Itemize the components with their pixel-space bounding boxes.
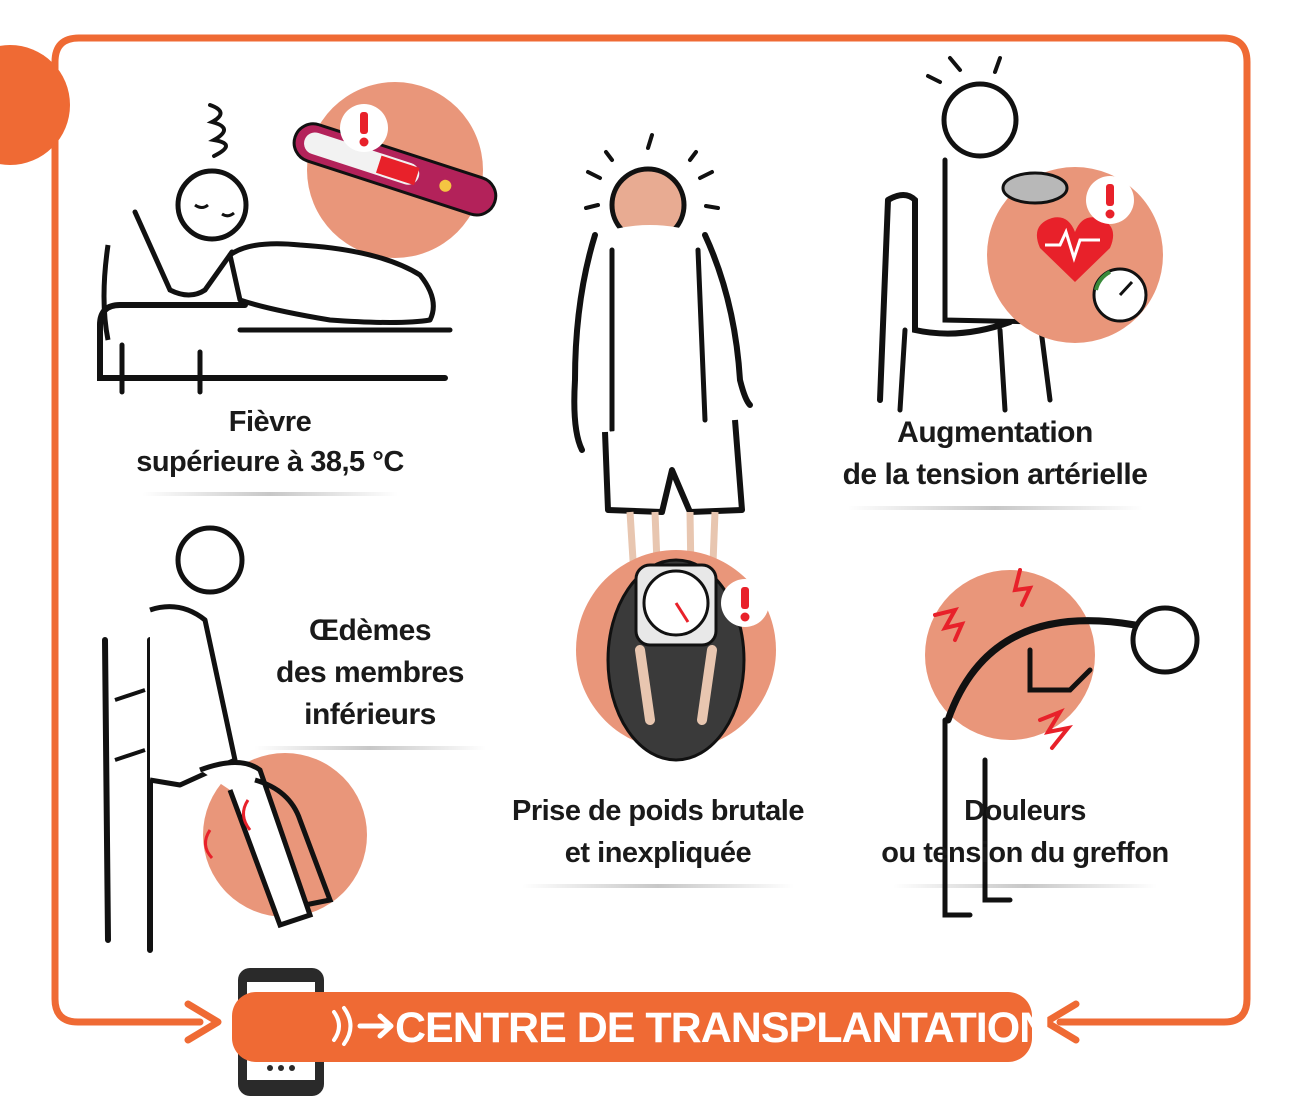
oedema-label-line3: inférieurs bbox=[304, 698, 436, 731]
corner-badge bbox=[0, 45, 70, 165]
arrow-right-into-bar-icon bbox=[1042, 1000, 1080, 1044]
fever-label-line2: supérieure à 38,5 °C bbox=[136, 446, 404, 478]
orange-frame bbox=[51, 34, 1251, 1026]
fever-label-line1: Fièvre bbox=[228, 406, 312, 438]
signal-waves-icon bbox=[332, 1006, 394, 1046]
alert-icon bbox=[340, 104, 388, 152]
oedema-illustration bbox=[102, 525, 367, 953]
fever-label: Fièvre supérieure à 38,5 °C bbox=[110, 402, 430, 496]
weight-gain-figure bbox=[571, 133, 776, 762]
fever-illustration bbox=[97, 82, 498, 395]
pain-circle bbox=[925, 570, 1095, 740]
arrow-left-into-bar-icon bbox=[184, 1000, 222, 1044]
arrow-right-icon bbox=[357, 1013, 394, 1039]
pain-illustration bbox=[925, 568, 1200, 918]
tension-illustration bbox=[877, 56, 1163, 413]
oedema-label: Œdèmes des membres inférieurs bbox=[225, 610, 515, 750]
pain-label-line1: Douleurs bbox=[964, 795, 1086, 827]
blood-pressure-gauge-icon bbox=[1092, 267, 1148, 323]
pain-label: Douleurs ou tension du greffon bbox=[860, 790, 1190, 888]
scale-icon bbox=[606, 558, 746, 762]
tension-label-line2: de la tension artérielle bbox=[842, 458, 1148, 491]
fever-head bbox=[175, 168, 249, 242]
weight-label-line2: et inexpliquée bbox=[564, 837, 752, 869]
tension-label-line1: Augmentation bbox=[897, 416, 1093, 449]
oedema-label-line2: des membres bbox=[276, 656, 464, 689]
weight-label: Prise de poids brutale et inexpliquée bbox=[488, 790, 828, 888]
alert-icon bbox=[721, 579, 769, 627]
thermometer-icon bbox=[292, 122, 498, 217]
pain-label-line2: ou tension du greffon bbox=[881, 837, 1169, 869]
weight-label-line1: Prise de poids brutale bbox=[512, 795, 804, 827]
tension-label: Augmentation de la tension artérielle bbox=[810, 412, 1180, 510]
alert-icon bbox=[1086, 176, 1134, 224]
transplant-centre-label: CENTRE DE TRANSPLANTATION bbox=[395, 1004, 1050, 1052]
heart-icon bbox=[1036, 217, 1114, 282]
oedema-label-line1: Œdèmes bbox=[308, 614, 432, 647]
